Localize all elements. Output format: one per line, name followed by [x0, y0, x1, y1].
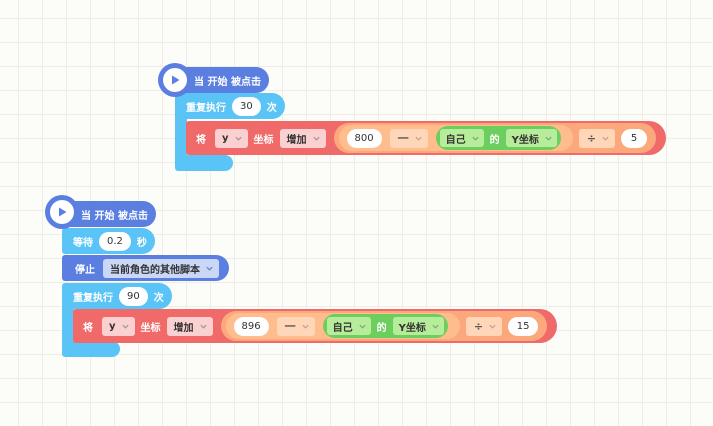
- chevron-down-icon: [359, 324, 366, 329]
- divide-op-value: ÷: [473, 319, 484, 333]
- hat-icon-badge[interactable]: [45, 195, 79, 229]
- divide-op-dropdown[interactable]: ÷: [578, 128, 616, 148]
- sensor-of-label: 的: [489, 134, 500, 146]
- minus-op-value: 一: [397, 132, 409, 145]
- minus-op-dropdown[interactable]: 一: [276, 316, 315, 336]
- repeat-label: 重复执行: [186, 102, 226, 114]
- wait-label: 等待: [73, 237, 93, 249]
- stop-block[interactable]: 停止 当前角色的其他脚本: [62, 255, 229, 281]
- minus-operator-block[interactable]: 896 一 自己 的 Y坐标: [225, 313, 460, 339]
- sensor-target-value: 自己: [332, 322, 353, 334]
- divide-op-value: ÷: [586, 131, 597, 145]
- sensing-block[interactable]: 自己 的 Y坐标: [322, 314, 448, 338]
- hat-label: 当 开始 被点击: [81, 210, 148, 222]
- minus-op-dropdown[interactable]: 一: [389, 128, 428, 148]
- play-button[interactable]: [163, 68, 187, 92]
- chevron-down-icon: [121, 324, 129, 329]
- stop-label: 停止: [75, 264, 95, 276]
- repeat-bottom: [175, 155, 233, 171]
- sensor-target-value: 自己: [445, 134, 466, 146]
- chevron-down-icon: [602, 136, 609, 141]
- sensor-target-dropdown[interactable]: 自己: [326, 317, 371, 335]
- mode-dropdown[interactable]: 增加: [279, 128, 326, 148]
- divide-operator-block[interactable]: 896 一 自己 的 Y坐标 ÷: [220, 311, 548, 341]
- set-coordinate-block[interactable]: 将 y 坐标 增加 896 一 自己 的: [73, 309, 558, 343]
- repeat-count-input[interactable]: 30: [232, 96, 261, 116]
- hat-icon-badge[interactable]: [158, 63, 192, 97]
- wait-unit: 秒: [136, 237, 147, 249]
- sensor-target-dropdown[interactable]: 自己: [439, 129, 484, 147]
- chevron-down-icon: [415, 136, 422, 141]
- stop-option-dropdown[interactable]: 当前角色的其他脚本: [103, 258, 219, 278]
- mode-value: 增加: [173, 322, 194, 334]
- mode-value: 增加: [286, 134, 307, 146]
- stop-option-value: 当前角色的其他脚本: [110, 264, 200, 276]
- axis-value: y: [109, 320, 116, 332]
- mode-dropdown[interactable]: 增加: [166, 316, 213, 336]
- repeat-bottom: [62, 341, 120, 357]
- chevron-down-icon: [302, 324, 309, 329]
- coord-label: 坐标: [140, 322, 161, 334]
- wait-block[interactable]: 等待 0.2 秒: [62, 228, 155, 254]
- axis-dropdown[interactable]: y: [215, 128, 248, 148]
- sensor-attr-value: Y坐标: [398, 322, 426, 334]
- chevron-down-icon: [312, 136, 320, 141]
- hat-label: 当 开始 被点击: [194, 76, 261, 88]
- repeat-block[interactable]: 重复执行 30 次: [175, 93, 285, 119]
- minus-op-value: 一: [284, 320, 296, 333]
- chevron-down-icon: [206, 266, 213, 271]
- play-button[interactable]: [50, 200, 74, 224]
- sensor-attr-dropdown[interactable]: Y坐标: [392, 317, 444, 335]
- sensor-attr-value: Y坐标: [511, 134, 539, 146]
- chevron-down-icon: [545, 136, 552, 141]
- sensing-block[interactable]: 自己 的 Y坐标: [435, 126, 561, 150]
- wait-seconds-input[interactable]: 0.2: [99, 231, 131, 251]
- chevron-down-icon: [234, 136, 242, 141]
- divide-operator-block[interactable]: 800 一 自己 的 Y坐标 ÷: [333, 123, 657, 153]
- chevron-down-icon: [489, 324, 496, 329]
- repeat-arm: [175, 115, 187, 159]
- right-number-input[interactable]: 15: [508, 316, 539, 336]
- minus-operator-block[interactable]: 800 一 自己 的 Y坐标: [338, 125, 573, 151]
- repeat-count-input[interactable]: 90: [119, 286, 148, 306]
- chevron-down-icon: [199, 324, 207, 329]
- repeat-unit: 次: [153, 292, 164, 304]
- coord-label: 坐标: [253, 134, 274, 146]
- chevron-down-icon: [472, 136, 479, 141]
- set-prefix: 将: [83, 322, 93, 334]
- repeat-label: 重复执行: [73, 292, 113, 304]
- axis-value: y: [222, 132, 229, 144]
- play-icon: [172, 75, 180, 85]
- right-number-input[interactable]: 5: [621, 128, 648, 148]
- play-icon: [59, 207, 67, 217]
- chevron-down-icon: [432, 324, 439, 329]
- set-prefix: 将: [196, 134, 206, 146]
- repeat-block[interactable]: 重复执行 90 次: [62, 283, 172, 309]
- repeat-arm: [62, 305, 74, 349]
- left-number-input[interactable]: 896: [233, 316, 269, 336]
- sensor-of-label: 的: [376, 322, 387, 334]
- left-number-input[interactable]: 800: [346, 128, 382, 148]
- set-coordinate-block[interactable]: 将 y 坐标 增加 800 一 自己 的: [186, 121, 667, 155]
- repeat-unit: 次: [266, 102, 277, 114]
- axis-dropdown[interactable]: y: [102, 316, 135, 336]
- divide-op-dropdown[interactable]: ÷: [465, 316, 503, 336]
- sensor-attr-dropdown[interactable]: Y坐标: [505, 129, 557, 147]
